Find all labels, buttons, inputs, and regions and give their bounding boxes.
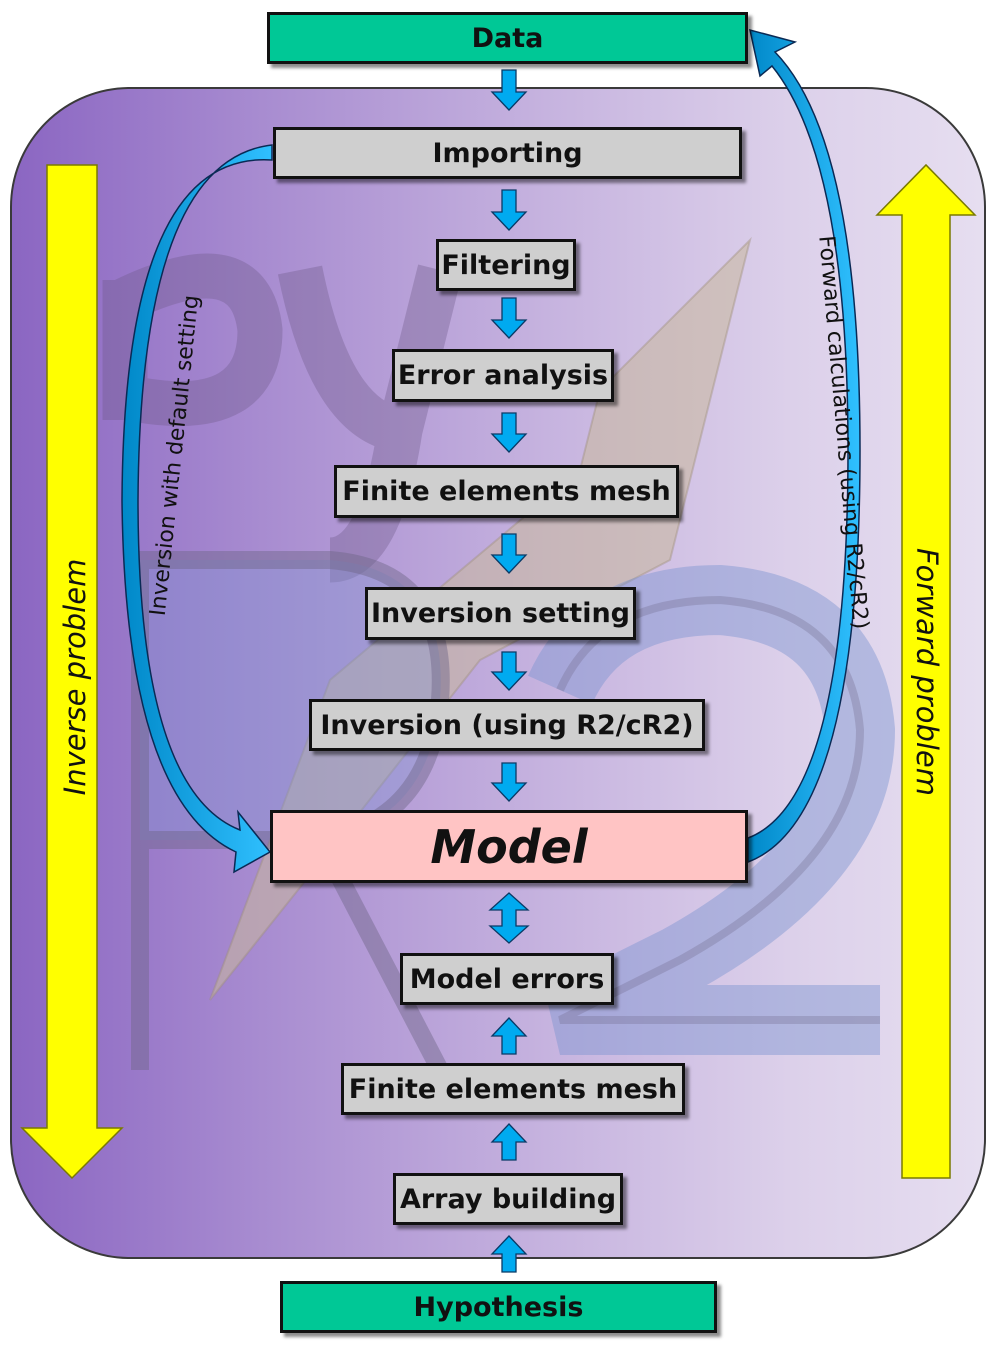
model-box: Model (270, 810, 748, 883)
step-label: Finite elements mesh (348, 1073, 678, 1105)
inversion-default-curve-arrow (121, 144, 273, 874)
step-importing: Importing (273, 127, 742, 179)
down-arrow-error-mesh (490, 412, 528, 453)
step-label: Error analysis (397, 360, 609, 391)
model-label: Model (430, 819, 588, 874)
hypothesis-box: Hypothesis (280, 1281, 717, 1333)
step-error-analysis: Error analysis (392, 349, 614, 402)
step-array-building: Array building (393, 1173, 623, 1225)
up-arrow-mesh-modelerrors (490, 1017, 528, 1055)
down-arrow-filtering-error (490, 297, 528, 339)
down-arrow-inversion-model (490, 762, 528, 802)
step-label: Importing (432, 137, 583, 169)
down-arrow-importing-filtering (490, 189, 528, 231)
forward-problem-label: Forward problem (910, 547, 944, 796)
double-arrow-model-errors (488, 892, 530, 944)
step-filtering: Filtering (436, 239, 576, 291)
down-arrow-setting-inversion (490, 651, 528, 691)
step-label: Inversion setting (371, 598, 630, 629)
forward-calc-curve-arrow (747, 28, 861, 864)
step-inversion: Inversion (using R2/cR2) (309, 699, 705, 751)
forward-problem-arrow (875, 163, 977, 1179)
step-model-errors: Model errors (400, 953, 614, 1005)
down-arrow-data-importing (490, 69, 528, 111)
step-label: Model errors (409, 963, 605, 995)
up-arrow-hypothesis-array (490, 1235, 528, 1273)
down-arrow-mesh-setting (490, 533, 528, 574)
inverse-problem-label: Inverse problem (58, 558, 92, 796)
step-label: Finite elements mesh (342, 476, 671, 507)
hypothesis-label: Hypothesis (413, 1291, 584, 1323)
step-label: Array building (399, 1183, 617, 1215)
step-finite-elements-mesh-forward: Finite elements mesh (341, 1063, 685, 1115)
up-arrow-array-mesh (490, 1123, 528, 1161)
data-box: Data (267, 12, 748, 64)
inverse-problem-arrow (20, 164, 124, 1180)
step-label: Inversion (using R2/cR2) (320, 709, 694, 741)
data-label: Data (471, 22, 544, 54)
step-inversion-setting: Inversion setting (365, 587, 636, 640)
step-label: Filtering (441, 249, 571, 281)
step-finite-elements-mesh-inverse: Finite elements mesh (334, 465, 679, 518)
